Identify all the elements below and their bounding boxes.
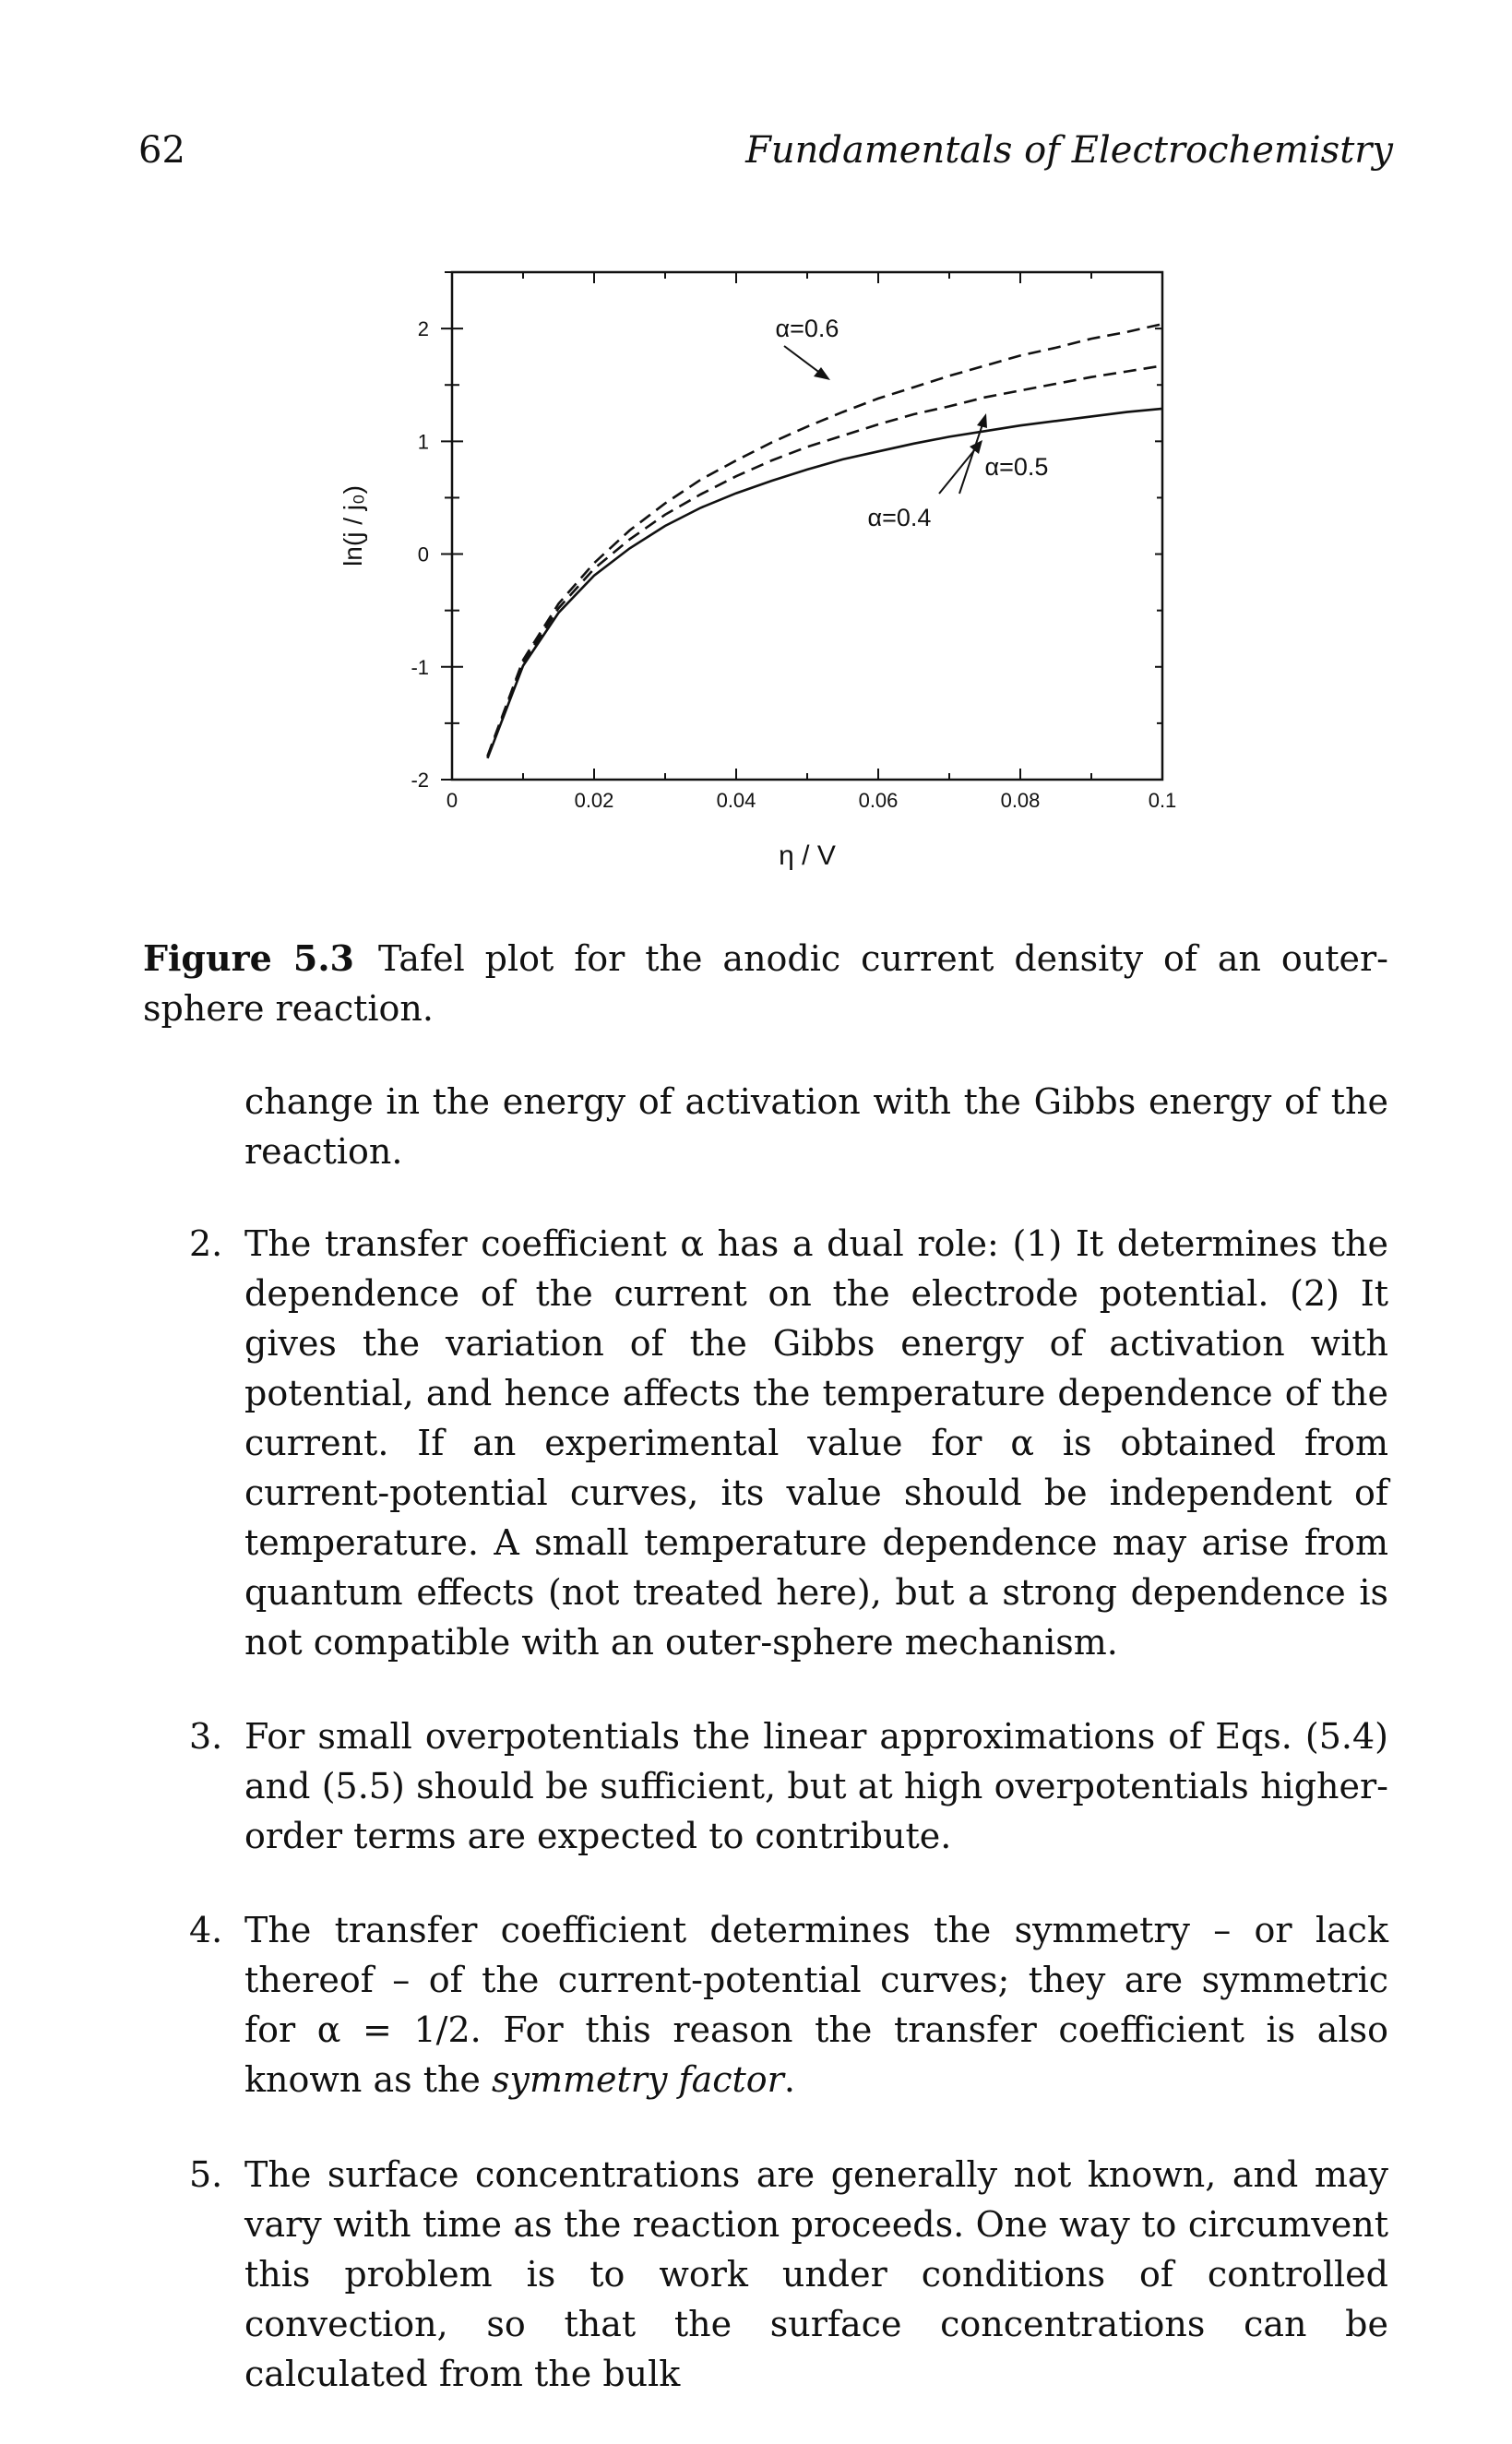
curve-alpha-05 [486, 364, 1163, 758]
annotation-label-alpha-05: α=0.5 [985, 453, 1049, 481]
list-number: 5. [189, 2154, 223, 2195]
y-axis-label: ln(j / j₀) [339, 485, 367, 566]
x-tick-label: 0.08 [1001, 789, 1041, 812]
x-tick-label: 0.02 [575, 789, 614, 812]
list-item-text-end: . [783, 2059, 795, 2100]
axis-ticks: 0 0.02 0.04 0.06 0.08 0.1 -2 -1 0 1 2 [411, 271, 1177, 812]
x-axis-label: η / V [779, 840, 836, 871]
page-number: 62 [138, 129, 185, 172]
annotation-arrow-alpha-06 [783, 345, 822, 375]
x-tick-label: 0.1 [1149, 789, 1177, 812]
figure-label: Figure 5.3 [143, 937, 354, 979]
list-number: 2. [189, 1223, 223, 1264]
annotation-alpha-06: α=0.6 [776, 315, 839, 380]
figure-caption-text: Tafel plot for the anodic current densit… [143, 938, 1388, 1029]
annotation-label-alpha-06: α=0.6 [776, 315, 839, 342]
y-tick-label: 2 [418, 317, 429, 340]
x-tick-label: 0.06 [859, 789, 899, 812]
emphasized-term: symmetry factor [492, 2059, 784, 2100]
annotation-alpha-05: α=0.5 [958, 413, 1049, 495]
x-tick-label: 0 [446, 789, 458, 812]
annotation-label-alpha-04: α=0.4 [868, 504, 932, 531]
annotation-arrow-alpha-04 [938, 448, 976, 495]
running-title: Fundamentals of Electrochemistry [745, 129, 1393, 172]
list-item-text: The surface concentrations are generally… [244, 2154, 1388, 2394]
list-number: 4. [189, 1910, 223, 1950]
y-tick-label: -2 [411, 769, 429, 792]
y-tick-label: -1 [411, 656, 429, 679]
list-number: 3. [189, 1716, 223, 1757]
continuation-paragraph: change in the energy of activation with … [244, 1081, 1388, 1172]
y-tick-label: 0 [418, 543, 429, 566]
arrowhead-alpha-04 [970, 440, 982, 454]
x-tick-label: 0.04 [717, 789, 756, 812]
curve-alpha-04 [486, 407, 1163, 759]
list-item-text: The transfer coefficient determines the … [244, 1905, 1388, 2104]
annotation-arrow-alpha-05 [958, 423, 983, 495]
y-tick-label: 1 [418, 430, 429, 453]
arrowhead-alpha-05 [977, 413, 987, 428]
arrowhead-alpha-06 [814, 367, 830, 380]
annotation-alpha-04: α=0.4 [868, 440, 982, 531]
curves [486, 322, 1163, 759]
page-header: 62 Fundamentals of Electrochemistry [138, 129, 1393, 185]
curve-alpha-06 [486, 322, 1163, 757]
list-item-text: The transfer coefficient α has a dual ro… [244, 1223, 1388, 1663]
list-item-text: For small overpotentials the linear appr… [244, 1716, 1388, 1856]
list-item-text-part: The transfer coefficient determines the … [244, 1910, 1388, 2100]
